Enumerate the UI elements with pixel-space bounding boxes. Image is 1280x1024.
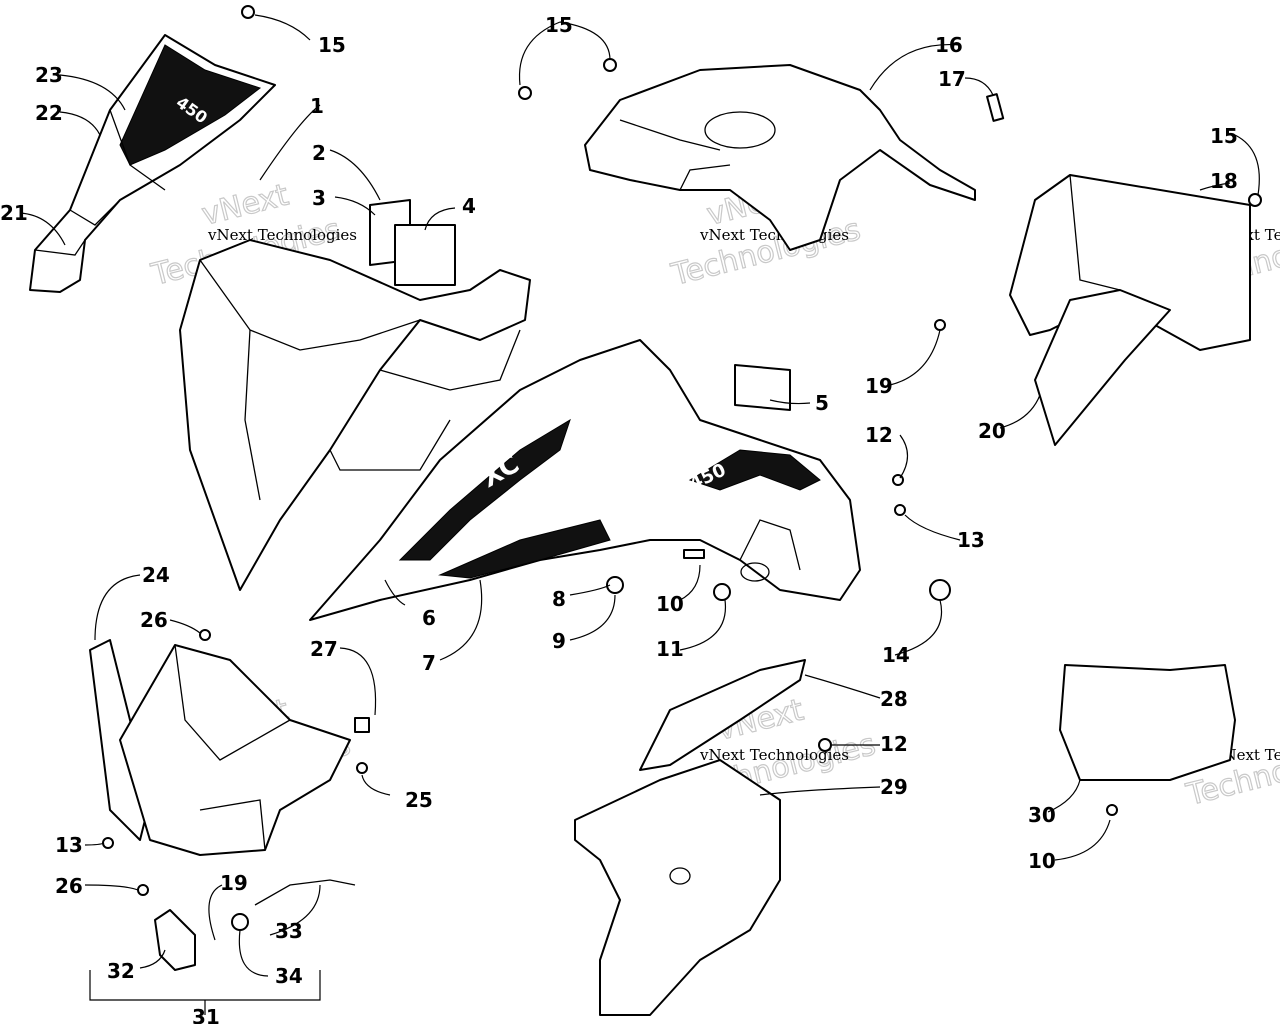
decal-5-part[interactable] [734, 364, 791, 411]
callout-label: 4 [462, 194, 476, 218]
callout-label: 18 [1210, 169, 1238, 193]
callout-label: 26 [140, 608, 168, 632]
footwell-part[interactable] [574, 659, 806, 1016]
callout-label: 2 [312, 141, 326, 165]
callout-label: 3 [312, 186, 326, 210]
callout-label: 30 [1028, 803, 1056, 827]
callout-label: 15 [1210, 124, 1238, 148]
callout-label: 33 [275, 919, 303, 943]
callout-label: 12 [880, 732, 908, 756]
callout-label: 21 [0, 201, 28, 225]
rear-fender-part[interactable] [584, 64, 976, 251]
callout-label: 15 [318, 33, 346, 57]
light-housing-part[interactable] [154, 909, 196, 971]
filler-panel-part[interactable] [1059, 664, 1236, 781]
callout-label: 17 [938, 67, 966, 91]
callout-label: 10 [1028, 849, 1056, 873]
callout-labels: 15 1 2 3 4 23 22 21 15 16 17 15 18 19 20… [0, 13, 1238, 1024]
callout-label: 34 [275, 964, 303, 988]
front-fender-part[interactable]: XC 450 [309, 339, 861, 621]
callout-label: 7 [422, 651, 436, 675]
hardware-group[interactable] [102, 5, 1262, 931]
wire-harness-part[interactable] [254, 879, 356, 906]
front-inner-panel-part[interactable] [89, 639, 351, 856]
callout-label: 26 [55, 874, 83, 898]
callout-label: 13 [55, 833, 83, 857]
visor-part[interactable]: 450 [29, 34, 276, 293]
callout-label: 5 [815, 391, 829, 415]
callout-label: 11 [656, 637, 684, 661]
callout-label: 12 [865, 423, 893, 447]
callout-label: 29 [880, 775, 908, 799]
callout-label: 31 [192, 1005, 220, 1024]
callout-label: 25 [405, 788, 433, 812]
watermark-text: vNext Technologies [699, 746, 849, 764]
callout-label: 23 [35, 63, 63, 87]
callout-label: 13 [957, 528, 985, 552]
callout-label: 32 [107, 959, 135, 983]
callout-label: 9 [552, 629, 566, 653]
leader-lines [19, 14, 1260, 1015]
watermark-text: vNext Technologies [699, 226, 849, 244]
side-panel-part[interactable] [1009, 174, 1251, 446]
watermark-text: vNext Technologies [207, 226, 357, 244]
callout-label: 19 [865, 374, 893, 398]
callout-label: 1 [310, 94, 324, 118]
callout-label: 16 [935, 33, 963, 57]
callout-label: 20 [978, 419, 1006, 443]
callout-label: 10 [656, 592, 684, 616]
callout-label: 6 [422, 606, 436, 630]
callout-label: 14 [882, 643, 910, 667]
callout-label: 27 [310, 637, 338, 661]
watermark-outline: vNext [198, 178, 292, 233]
callout-label: 15 [545, 13, 573, 37]
decal-panels[interactable] [369, 199, 456, 286]
callout-label: 19 [220, 871, 248, 895]
watermark-outline: Technologies [667, 212, 863, 293]
front-body-part[interactable] [179, 239, 531, 591]
callout-label: 28 [880, 687, 908, 711]
callout-label: 24 [142, 563, 170, 587]
callout-label: 22 [35, 101, 63, 125]
callout-label: 8 [552, 587, 566, 611]
